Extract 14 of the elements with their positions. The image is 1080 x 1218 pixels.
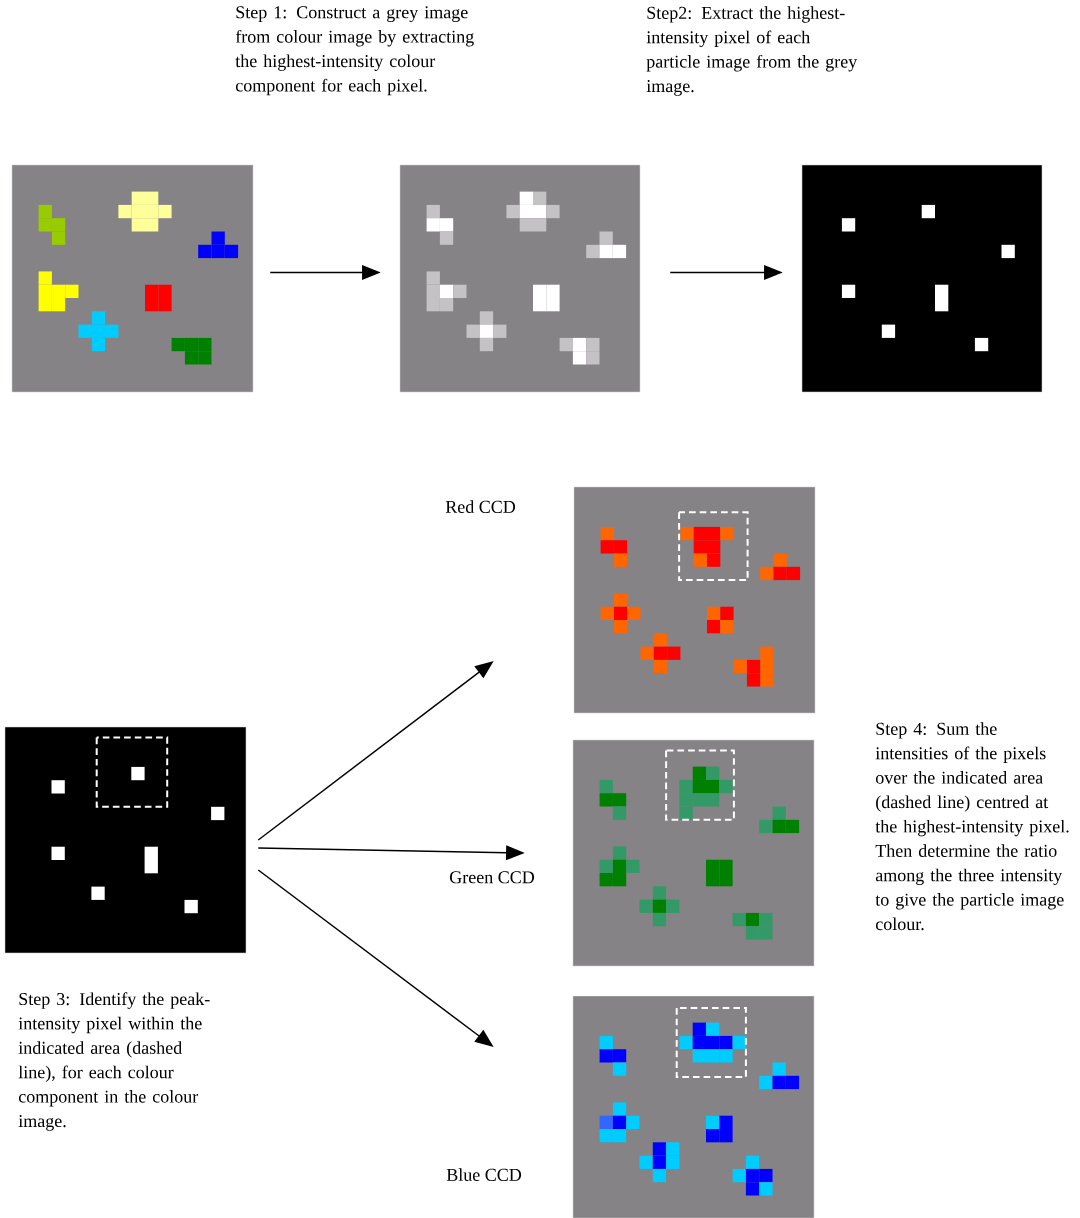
channel-label: Green CCD	[450, 871, 535, 884]
pixel-image-drawing	[11, 164, 254, 393]
channel-label: Blue CCD	[446, 1168, 522, 1181]
pixel-image-drawing	[572, 995, 815, 1218]
step-description: Step 3: Identify the peak-intensity pixel within the indicated area (dashed line), for each colour component in the colour image.	[18, 992, 210, 1131]
step-description: Step 1: Construct a grey image from colour image by extracting the highest-intensity colour component for each pixel.	[235, 6, 474, 96]
channel-label: Red CCD	[445, 500, 516, 513]
step-description: Step 4: Sum the intensities of the pixels over the indicated area (dashed line) centred at the highest-intensity pixel. Then determine the ratio among the three intensity to give the particle image colour.	[875, 722, 1069, 931]
pixel-image-drawing	[399, 164, 641, 393]
pixel-image-drawing	[4, 726, 247, 954]
pixel-image-drawing	[801, 164, 1043, 393]
pixel-image-drawing	[572, 739, 815, 967]
step-description: Step2: Extract the highest-intensity pixel of each particle image from the grey image.	[646, 6, 858, 96]
pixel-image-drawing	[573, 486, 816, 714]
